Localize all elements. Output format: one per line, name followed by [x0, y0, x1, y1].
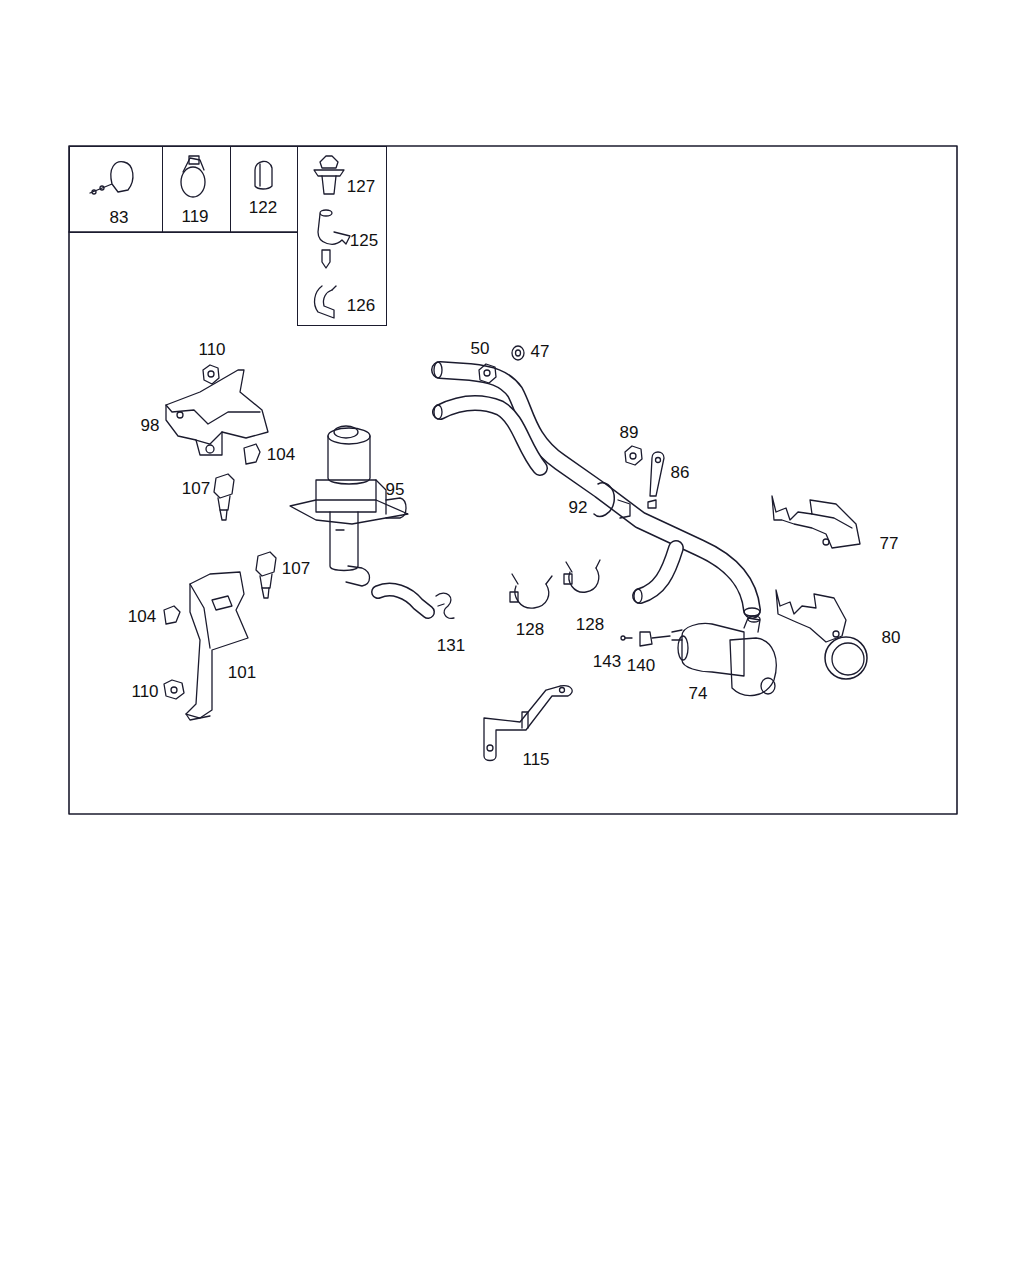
clip — [164, 606, 180, 624]
callout-number: 122 — [249, 199, 277, 216]
clip-icon — [255, 161, 272, 189]
clamp — [510, 574, 552, 608]
inset-cell: 119 — [162, 146, 231, 233]
nut — [203, 365, 219, 384]
nut-callout: 50 — [471, 340, 490, 357]
connector — [640, 632, 670, 646]
frame — [69, 146, 957, 814]
bracket — [166, 370, 268, 455]
cable-tie-icon — [90, 162, 133, 194]
callout-number: 126 — [347, 297, 375, 314]
callout-number: 119 — [181, 208, 208, 225]
clip — [244, 444, 260, 464]
bracket-callout: 101 — [228, 664, 256, 681]
clamp-callout: 128 — [516, 621, 544, 638]
clamp — [564, 560, 600, 592]
nut — [625, 446, 642, 465]
clip-icon — [315, 286, 336, 318]
nut — [479, 364, 496, 383]
strap — [648, 452, 664, 508]
valve-callout: 95 — [386, 481, 405, 498]
washer-callout: 47 — [531, 343, 550, 360]
nut — [164, 680, 184, 699]
connector-callout: 140 — [627, 657, 655, 674]
hose-clamp-icon — [181, 156, 205, 197]
sensor — [256, 552, 276, 598]
callout-number: 127 — [347, 178, 375, 195]
bracket-callout: 77 — [880, 535, 899, 552]
hose — [434, 362, 760, 616]
bracket — [772, 496, 860, 548]
sensor — [214, 474, 234, 520]
hose-callout: 92 — [569, 499, 588, 516]
bracket — [484, 686, 572, 761]
pump — [672, 616, 776, 696]
clamp — [436, 593, 454, 618]
bracket-callout: 98 — [141, 417, 160, 434]
callout-number: 83 — [110, 209, 129, 226]
clamp-callout: 128 — [576, 616, 604, 633]
push-rivet-icon — [314, 156, 344, 194]
bracket-callout: 80 — [882, 629, 901, 646]
bracket — [776, 590, 867, 679]
inset-cell: 122 — [230, 146, 298, 233]
nut-callout: 110 — [131, 683, 158, 700]
sensor-callout: 107 — [182, 480, 210, 497]
inset-cell: 83 — [69, 146, 163, 233]
inset-cell: 127 125 126 — [297, 146, 387, 326]
pump-callout: 74 — [689, 685, 708, 702]
nut-callout: 110 — [198, 341, 225, 358]
bracket — [186, 572, 248, 720]
clip-callout: 104 — [267, 446, 295, 463]
clip-callout: 104 — [128, 608, 156, 625]
screw — [621, 636, 632, 640]
nut-callout: 89 — [620, 424, 639, 441]
hose — [378, 590, 428, 612]
screw-callout: 143 — [593, 653, 621, 670]
sensor-callout: 107 — [282, 560, 310, 577]
strap-callout: 86 — [671, 464, 690, 481]
washer — [512, 346, 524, 360]
callout-number: 125 — [350, 232, 378, 249]
hose-callout: 131 — [437, 637, 465, 654]
clip-icon — [318, 210, 350, 268]
bracket-callout: 115 — [522, 751, 549, 768]
